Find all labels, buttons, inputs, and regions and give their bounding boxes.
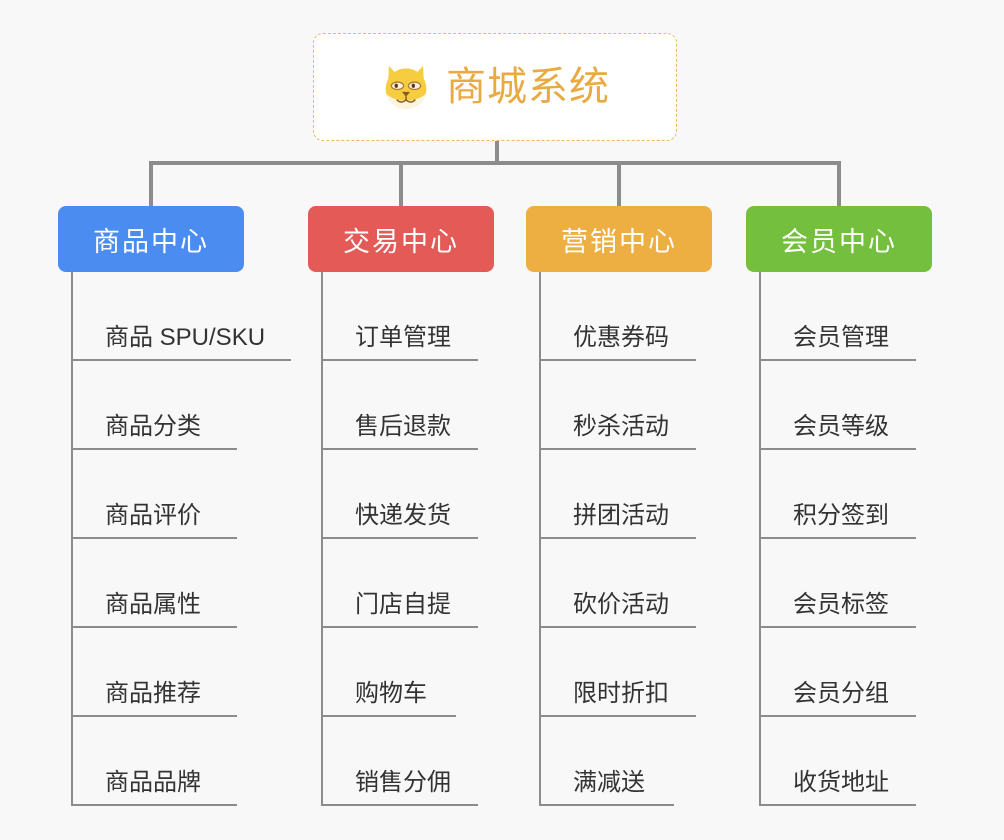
- list-item[interactable]: 会员分组: [761, 628, 932, 717]
- leaf-underline: [541, 537, 696, 539]
- list-item[interactable]: 商品评价: [73, 450, 244, 539]
- category-column-2: 交易中心 订单管理 售后退款 快递发货 门店自提 购物车 销售分佣: [308, 206, 494, 806]
- leaf-underline: [73, 537, 237, 539]
- list-item[interactable]: 商品属性: [73, 539, 244, 628]
- category-4-items: 会员管理 会员等级 积分签到 会员标签 会员分组 收货地址: [759, 272, 932, 806]
- leaf-underline: [73, 448, 237, 450]
- category-header-4[interactable]: 会员中心: [746, 206, 932, 272]
- leaf-underline: [73, 359, 291, 361]
- leaf-underline: [323, 626, 478, 628]
- list-item[interactable]: 限时折扣: [541, 628, 712, 717]
- list-item[interactable]: 优惠券码: [541, 272, 712, 361]
- leaf-underline: [323, 448, 478, 450]
- connector-drop-1: [149, 161, 153, 206]
- leaf-underline: [541, 715, 696, 717]
- list-item[interactable]: 会员标签: [761, 539, 932, 628]
- list-item[interactable]: 商品分类: [73, 361, 244, 450]
- leaf-underline: [73, 626, 237, 628]
- list-item[interactable]: 秒杀活动: [541, 361, 712, 450]
- leaf-underline: [323, 804, 478, 806]
- list-item[interactable]: 商品推荐: [73, 628, 244, 717]
- category-2-items: 订单管理 售后退款 快递发货 门店自提 购物车 销售分佣: [321, 272, 494, 806]
- list-item[interactable]: 购物车: [323, 628, 494, 717]
- leaf-underline: [761, 804, 916, 806]
- list-item[interactable]: 会员管理: [761, 272, 932, 361]
- list-item[interactable]: 收货地址: [761, 717, 932, 806]
- list-item[interactable]: 商品 SPU/SKU: [73, 272, 291, 361]
- list-item[interactable]: 商品品牌: [73, 717, 244, 806]
- category-header-1-label: 商品中心: [93, 226, 209, 257]
- connector-drop-4: [837, 161, 841, 206]
- leaf-underline: [323, 715, 456, 717]
- list-item[interactable]: 砍价活动: [541, 539, 712, 628]
- category-column-3: 营销中心 优惠券码 秒杀活动 拼团活动 砍价活动 限时折扣 满减送: [526, 206, 712, 806]
- connector-horizontal-bus: [149, 161, 841, 165]
- list-item[interactable]: 订单管理: [323, 272, 494, 361]
- category-header-2[interactable]: 交易中心: [308, 206, 494, 272]
- connector-root-stem: [495, 141, 499, 163]
- category-header-3[interactable]: 营销中心: [526, 206, 712, 272]
- leaf-underline: [761, 715, 916, 717]
- shiba-dog-face-icon: [385, 65, 427, 109]
- list-item[interactable]: 拼团活动: [541, 450, 712, 539]
- list-item[interactable]: 会员等级: [761, 361, 932, 450]
- leaf-underline: [323, 359, 478, 361]
- category-1-items: 商品 SPU/SKU 商品分类 商品评价 商品属性 商品推荐 商品品牌: [71, 272, 291, 806]
- category-header-3-label: 营销中心: [561, 226, 677, 257]
- leaf-underline: [541, 448, 696, 450]
- list-item[interactable]: 积分签到: [761, 450, 932, 539]
- leaf-underline: [541, 804, 674, 806]
- root-node[interactable]: 商城系统: [313, 33, 677, 141]
- category-column-4: 会员中心 会员管理 会员等级 积分签到 会员标签 会员分组 收货地址: [746, 206, 932, 806]
- list-item[interactable]: 售后退款: [323, 361, 494, 450]
- category-header-2-label: 交易中心: [343, 226, 459, 257]
- category-header-4-label: 会员中心: [781, 226, 897, 257]
- list-item[interactable]: 快递发货: [323, 450, 494, 539]
- connector-drop-3: [617, 161, 621, 206]
- leaf-underline: [323, 537, 478, 539]
- leaf-underline: [761, 626, 916, 628]
- category-column-1: 商品中心 商品 SPU/SKU 商品分类 商品评价 商品属性 商品推荐 商品品牌: [58, 206, 291, 806]
- category-header-1[interactable]: 商品中心: [58, 206, 244, 272]
- leaf-underline: [541, 359, 696, 361]
- leaf-underline: [761, 448, 916, 450]
- leaf-underline: [73, 715, 237, 717]
- leaf-underline: [761, 359, 916, 361]
- connector-drop-2: [399, 161, 403, 206]
- list-item[interactable]: 销售分佣: [323, 717, 494, 806]
- category-3-items: 优惠券码 秒杀活动 拼团活动 砍价活动 限时折扣 满减送: [539, 272, 712, 806]
- leaf-underline: [541, 626, 696, 628]
- list-item[interactable]: 满减送: [541, 717, 712, 806]
- list-item[interactable]: 门店自提: [323, 539, 494, 628]
- leaf-underline: [761, 537, 916, 539]
- root-title: 商城系统: [446, 65, 610, 109]
- leaf-underline: [73, 804, 237, 806]
